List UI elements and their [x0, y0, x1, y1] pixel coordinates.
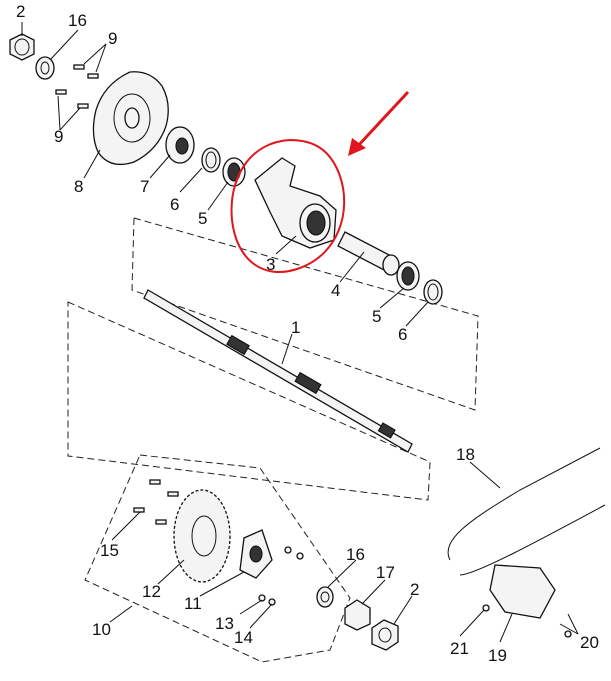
lock-nut: [344, 599, 371, 631]
rear-axle: [143, 289, 413, 453]
callout-14: 14: [234, 628, 253, 647]
callout-15: 15: [100, 541, 119, 560]
callout-16-top: 16: [68, 11, 87, 30]
brake-disc: [92, 71, 169, 166]
sprocket-bolts: [133, 479, 179, 525]
hub-washers-nuts: [258, 546, 304, 606]
guard-bolt-right: [564, 630, 572, 638]
drive-chain: [447, 447, 606, 576]
callout-16-bottom: 16: [346, 545, 365, 564]
axle-assembly-boundary: [67, 301, 431, 501]
bearing-upper: [222, 157, 246, 187]
chain-guard: [489, 564, 556, 619]
callout-12: 12: [142, 582, 161, 601]
callout-2-bottom: 2: [410, 580, 419, 599]
brake-disc-bolts: [55, 64, 99, 109]
hub-assembly-boundary: [84, 454, 351, 663]
callout-19: 19: [488, 646, 507, 665]
guard-bolt-left: [482, 604, 490, 612]
callout-6-lower: 6: [398, 325, 407, 344]
seal-lower: [423, 279, 443, 305]
washer-bottom: [316, 586, 334, 608]
callout-8: 8: [74, 177, 83, 196]
callout-5-lower: 5: [372, 307, 381, 326]
callout-5-upper: 5: [198, 209, 207, 228]
sprocket-hub: [239, 529, 273, 579]
callout-11: 11: [184, 594, 202, 613]
axle-nut-top: [9, 33, 35, 61]
callout-21: 21: [450, 639, 469, 658]
callout-13: 13: [215, 614, 234, 633]
highlight-circle: [230, 138, 346, 274]
leader-lines: [21, 22, 579, 643]
callout-18: 18: [456, 445, 475, 464]
disc-hub: [165, 126, 195, 164]
seal-upper: [201, 147, 221, 173]
callout-10: 10: [92, 620, 111, 639]
rear-sprocket: [173, 489, 231, 583]
callout-2-top: 2: [16, 2, 25, 21]
upper-assembly-boundary: [131, 217, 479, 411]
spacer-sleeve: [337, 231, 400, 276]
callout-9-upper: 9: [108, 29, 117, 48]
callout-17: 17: [376, 563, 395, 582]
highlight-arrow: [348, 90, 410, 156]
bearing-lower: [396, 261, 420, 291]
callout-20: 20: [580, 633, 599, 652]
callout-4: 4: [331, 281, 340, 300]
callout-6-upper: 6: [170, 195, 179, 214]
washer-top: [35, 56, 55, 80]
callout-3: 3: [266, 255, 275, 274]
callout-1: 1: [291, 318, 300, 337]
callout-7: 7: [140, 177, 149, 196]
axle-nut-bottom: [371, 619, 399, 651]
callout-9-lower: 9: [54, 127, 63, 146]
bearing-carrier: [254, 157, 337, 249]
